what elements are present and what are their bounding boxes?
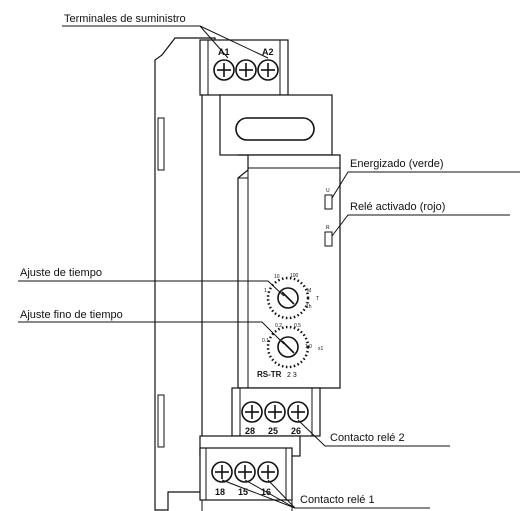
screw-terminal-18[interactable] — [211, 461, 233, 483]
fine-dial-mark: 0.1 — [262, 338, 269, 344]
front-panel — [237, 154, 341, 389]
time-dial-mark: M — [307, 288, 311, 294]
label-fine-time-setting: Ajuste fino de tiempo — [20, 309, 123, 321]
label-time-setting: Ajuste de tiempo — [20, 267, 102, 279]
screw-terminal-middle-top[interactable] — [235, 59, 257, 81]
label-window — [235, 117, 315, 141]
fine-dial-mark: x1 — [318, 346, 324, 352]
fine-time-dial[interactable]: 0.1 0.2 0.5 1.0 x1 — [262, 323, 324, 369]
screw-terminal-15[interactable] — [234, 461, 256, 483]
middle-screws: 28 25 26 — [241, 401, 309, 436]
model-suffix: 2 3 — [287, 372, 297, 379]
energized-led — [324, 194, 333, 210]
screw-terminal-16[interactable] — [257, 461, 279, 483]
led-mark-u: U — [326, 188, 330, 194]
time-dial-mark: 1 — [264, 288, 267, 294]
terminal-label-a2: A2 — [262, 47, 274, 57]
leader-lines — [18, 25, 520, 509]
relay-led — [324, 231, 333, 247]
top-terminal-block — [199, 39, 289, 96]
time-dial-mark: 1h — [306, 304, 312, 310]
screw-terminal-26[interactable] — [287, 401, 309, 423]
fine-dial-mark: 1.0 — [305, 344, 312, 350]
label-energized: Energizado (verde) — [350, 158, 444, 170]
time-dial-mark: 100 — [290, 273, 299, 279]
label-relay-contact-2: Contacto relé 2 — [330, 432, 405, 444]
terminal-label-15: 15 — [238, 487, 248, 497]
led-indicators: U R — [324, 188, 333, 247]
relay-housing — [154, 37, 341, 511]
label-relay-contact-1: Contacto relé 1 — [300, 494, 375, 506]
screw-terminal-28[interactable] — [241, 401, 263, 423]
terminal-label-18: 18 — [215, 487, 225, 497]
fine-dial-mark: 0.5 — [294, 323, 301, 329]
fine-dial-mark: 0.2 — [275, 323, 282, 329]
terminal-label-25: 25 — [268, 426, 278, 436]
screw-terminal-a1[interactable] — [213, 59, 235, 81]
terminal-label-a1: A1 — [218, 47, 230, 57]
time-dial[interactable]: 10 100 1 M 1h T — [264, 273, 319, 320]
led-mark-r: R — [326, 225, 330, 231]
side-slot — [157, 117, 165, 171]
time-dial-pointer — [281, 291, 295, 305]
screw-terminal-a2[interactable] — [257, 59, 279, 81]
time-dial-mark: 10 — [274, 274, 280, 280]
bottom-terminal-block — [199, 447, 293, 501]
label-supply-terminals: Terminales de suministro — [64, 13, 186, 25]
screw-terminal-25[interactable] — [264, 401, 286, 423]
top-screws: A1 A2 — [213, 47, 279, 81]
label-relay-activated: Relé activado (rojo) — [350, 201, 445, 213]
side-slot — [157, 394, 165, 448]
terminal-label-26: 26 — [291, 426, 301, 436]
terminal-label-28: 28 — [245, 426, 255, 436]
time-dial-mark: T — [316, 296, 319, 302]
fine-dial-pointer — [281, 340, 295, 354]
model-name: RS-TR — [257, 370, 282, 379]
